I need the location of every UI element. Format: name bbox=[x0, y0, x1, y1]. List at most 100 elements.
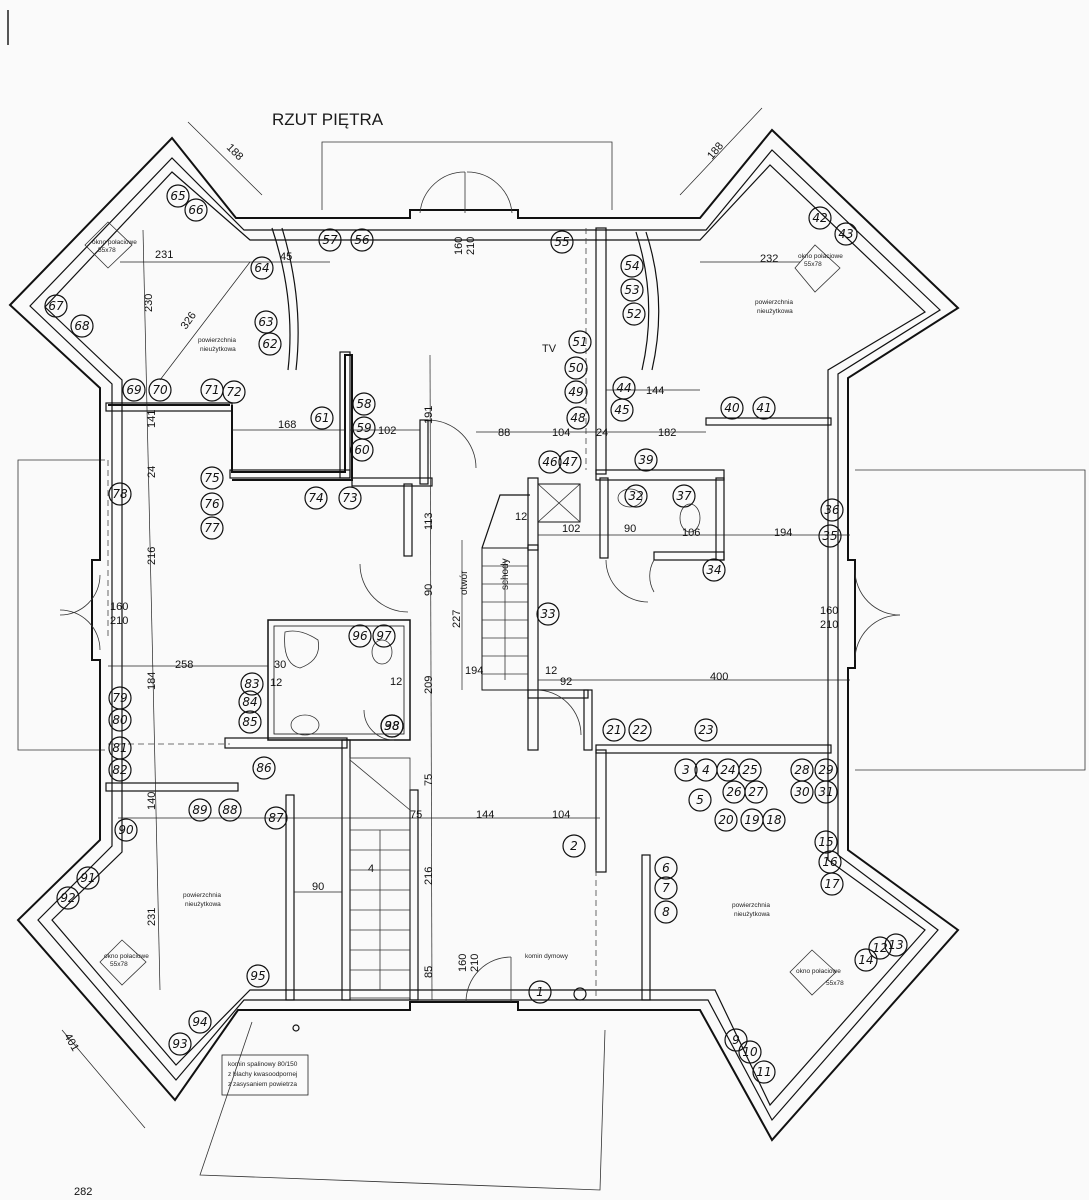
room-labels: powierzchnia nieużytkowa powierzchnia ni… bbox=[92, 239, 844, 1088]
marker-number-69: 69 bbox=[126, 383, 141, 397]
marker-number-65: 65 bbox=[170, 189, 185, 203]
svg-text:113: 113 bbox=[423, 512, 435, 530]
marker-circle-5 bbox=[688, 788, 712, 812]
svg-text:106: 106 bbox=[682, 527, 700, 539]
marker-number-29: 29 bbox=[818, 763, 833, 777]
marker-circle-86 bbox=[252, 756, 276, 780]
svg-text:144: 144 bbox=[476, 809, 494, 821]
marker-circle-63 bbox=[254, 310, 278, 334]
marker-circle-45 bbox=[610, 398, 634, 422]
marker-number-66: 66 bbox=[188, 203, 204, 217]
marker-number-94: 94 bbox=[192, 1015, 207, 1029]
marker-number-92: 92 bbox=[60, 891, 75, 905]
marker-number-53: 53 bbox=[624, 283, 639, 297]
marker-circle-43 bbox=[834, 222, 858, 246]
marker-number-16: 16 bbox=[822, 855, 838, 869]
marker-number-17: 17 bbox=[824, 877, 840, 891]
svg-text:282: 282 bbox=[74, 1186, 92, 1198]
marker-number-79: 79 bbox=[112, 691, 127, 705]
svg-text:88: 88 bbox=[498, 427, 510, 439]
skylight-size-3: 55x78 bbox=[110, 961, 128, 968]
marker-circle-69 bbox=[122, 378, 146, 402]
marker-circle-48 bbox=[566, 406, 590, 430]
marker-circle-36 bbox=[820, 498, 844, 522]
marker-number-71: 71 bbox=[204, 383, 219, 397]
marker-circle-25 bbox=[738, 758, 762, 782]
marker-circle-68 bbox=[70, 314, 94, 338]
outer-wall bbox=[8, 128, 960, 1142]
marker-circle-75 bbox=[200, 466, 224, 490]
marker-number-81: 81 bbox=[112, 741, 127, 755]
marker-number-67: 67 bbox=[48, 299, 64, 313]
marker-number-45: 45 bbox=[614, 403, 629, 417]
marker-number-7: 7 bbox=[662, 881, 670, 895]
marker-number-91: 91 bbox=[80, 871, 95, 885]
svg-text:12: 12 bbox=[270, 677, 282, 689]
svg-text:102: 102 bbox=[378, 425, 396, 437]
svg-text:140: 140 bbox=[146, 792, 158, 810]
marker-number-34: 34 bbox=[706, 563, 721, 577]
room-label-lower-left: powierzchnia bbox=[183, 892, 221, 899]
marker-number-10: 10 bbox=[742, 1045, 758, 1059]
svg-text:12: 12 bbox=[515, 511, 527, 523]
skylight-label-1: okno połaciowe bbox=[92, 239, 137, 246]
marker-circle-54 bbox=[620, 254, 644, 278]
marker-number-89: 89 bbox=[192, 803, 207, 817]
marker-number-72: 72 bbox=[226, 385, 241, 399]
skylight-size-4: 55x78 bbox=[826, 980, 844, 987]
svg-text:144: 144 bbox=[646, 385, 664, 397]
stairs-label: schody bbox=[500, 558, 511, 590]
marker-number-78: 78 bbox=[112, 487, 128, 501]
marker-number-48: 48 bbox=[570, 411, 586, 425]
svg-text:210: 210 bbox=[469, 954, 481, 972]
dashed-lines bbox=[107, 228, 597, 1000]
marker-number-26: 26 bbox=[726, 785, 742, 799]
marker-number-70: 70 bbox=[152, 383, 168, 397]
marker-circle-70 bbox=[148, 378, 172, 402]
marker-circle-15 bbox=[814, 830, 838, 854]
svg-text:85: 85 bbox=[423, 966, 435, 978]
room-label-upper-right: powierzchnia bbox=[755, 299, 793, 306]
marker-circle-74 bbox=[304, 486, 328, 510]
marker-circle-20 bbox=[714, 808, 738, 832]
marker-number-88: 88 bbox=[222, 803, 238, 817]
marker-number-93: 93 bbox=[172, 1037, 187, 1051]
marker-number-63: 63 bbox=[258, 315, 273, 329]
svg-text:227: 227 bbox=[451, 610, 463, 628]
svg-text:209: 209 bbox=[423, 676, 435, 694]
room-label-upper-left-2: nieużytkowa bbox=[200, 346, 236, 353]
marker-circle-66 bbox=[184, 198, 208, 222]
marker-circle-12 bbox=[868, 936, 892, 960]
marker-number-6: 6 bbox=[662, 861, 670, 875]
marker-number-32: 32 bbox=[628, 489, 643, 503]
marker-circle-34 bbox=[702, 558, 726, 582]
svg-text:90: 90 bbox=[624, 523, 636, 535]
room-label-lower-left-2: nieużytkowa bbox=[185, 901, 221, 908]
marker-circle-17 bbox=[820, 872, 844, 896]
marker-circle-80 bbox=[108, 708, 132, 732]
marker-circle-61 bbox=[310, 406, 334, 430]
svg-text:168: 168 bbox=[278, 419, 296, 431]
svg-text:12: 12 bbox=[390, 676, 402, 688]
marker-number-83: 83 bbox=[244, 677, 259, 691]
svg-text:30: 30 bbox=[274, 659, 286, 671]
svg-text:182: 182 bbox=[658, 427, 676, 439]
marker-number-42: 42 bbox=[812, 211, 827, 225]
marker-circle-32 bbox=[624, 484, 648, 508]
marker-number-2: 2 bbox=[570, 839, 578, 853]
marker-circle-14 bbox=[854, 948, 878, 972]
svg-text:12: 12 bbox=[545, 665, 557, 677]
marker-number-35: 35 bbox=[822, 529, 837, 543]
marker-circle-91 bbox=[76, 866, 100, 890]
marker-circle-87 bbox=[264, 806, 288, 830]
dimension-lines bbox=[61, 107, 850, 1129]
flue-note-3: z zasysaniem powietrza bbox=[228, 1081, 297, 1088]
marker-number-51: 51 bbox=[572, 335, 587, 349]
marker-circle-55 bbox=[550, 230, 574, 254]
svg-text:160: 160 bbox=[820, 605, 838, 617]
room-label-lower-right-2: nieużytkowa bbox=[734, 911, 770, 918]
marker-number-68: 68 bbox=[74, 319, 90, 333]
